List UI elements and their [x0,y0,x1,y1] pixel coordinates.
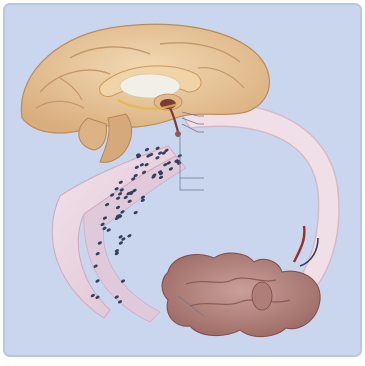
diagram-canvas [0,0,365,366]
brain-pathway-diagram [0,0,365,366]
